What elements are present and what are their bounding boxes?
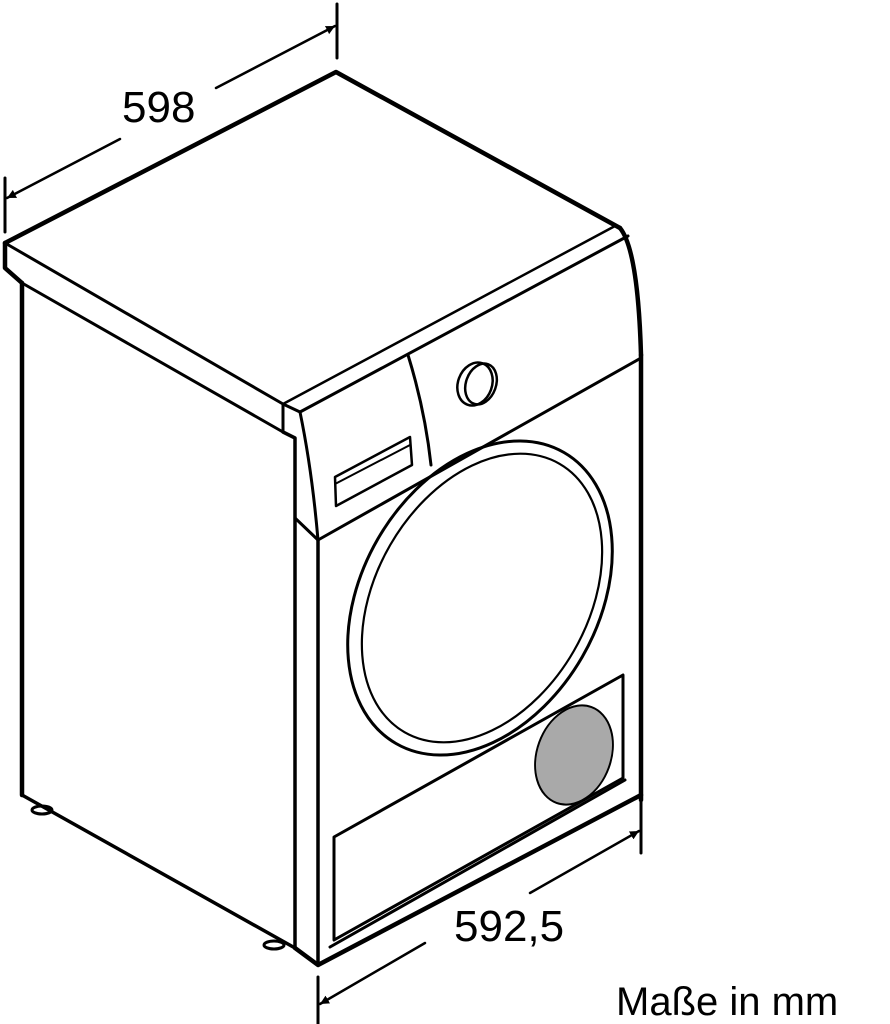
arrow-right-icon [214,24,337,90]
side-profile [617,225,644,358]
arrow-left-icon [5,137,122,200]
door[interactable] [294,394,666,803]
foot-front [262,939,286,951]
feet [30,804,286,951]
plinth-panel [332,673,625,942]
program-knob[interactable] [452,358,503,411]
arrow-left-icon [318,941,427,1006]
depth-dimension-label: 592,5 [454,902,565,951]
front-body [292,356,644,968]
width-dimension [3,2,339,234]
depth-dimension [316,790,643,1024]
units-note: Maße in mm [616,980,839,1024]
foot-left [30,804,54,816]
worktop [2,69,630,434]
left-side-panel [19,280,297,950]
detergent-drawer[interactable] [333,353,433,508]
arrow-right-icon [528,829,641,895]
filter-cover[interactable] [522,694,626,815]
width-dimension-label: 598 [122,83,196,132]
